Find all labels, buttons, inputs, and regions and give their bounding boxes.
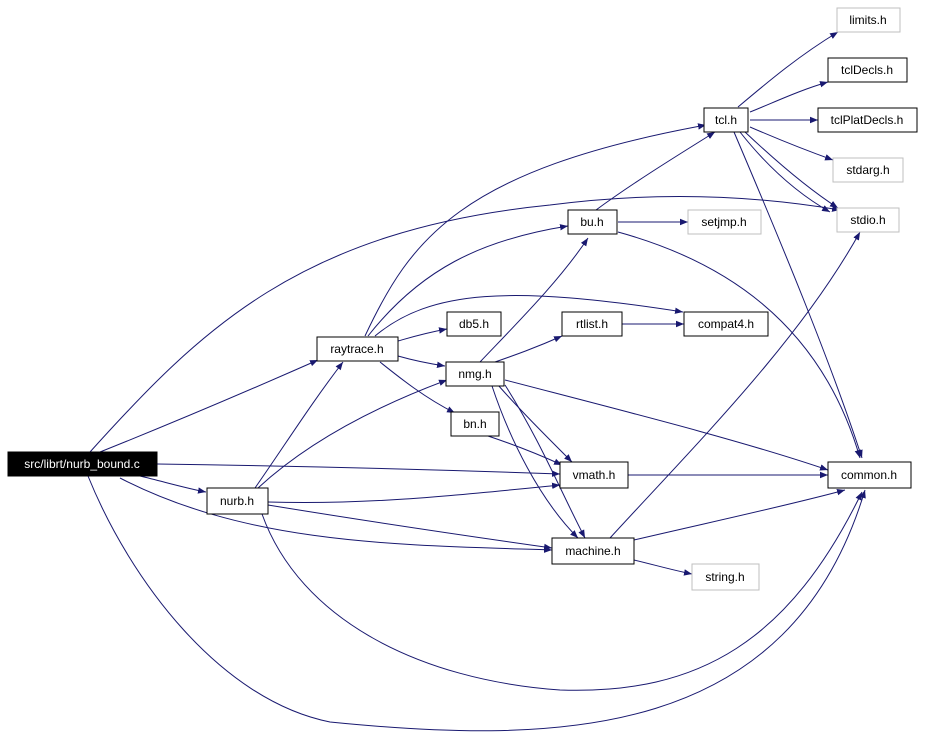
- node-bn[interactable]: bn.h: [450, 411, 500, 437]
- edge-tcl-tcldecls: [749, 81, 829, 113]
- edge-tcl-stdio-2: [739, 131, 831, 213]
- node-nurb-label: nurb.h: [220, 494, 254, 508]
- node-nurb[interactable]: nurb.h: [206, 487, 269, 515]
- node-bn-label: bn.h: [463, 417, 486, 431]
- edge-bn-vmath: [487, 435, 563, 466]
- edge-nmg-rtlist: [494, 335, 563, 363]
- node-tclplatdecls-label: tclPlatDecls.h: [831, 113, 904, 127]
- edge-root-nurb: [139, 475, 207, 494]
- edge-root-raytrace: [99, 359, 319, 453]
- edge-nmg-bu: [479, 237, 589, 363]
- edge-raytrace-db5: [397, 327, 448, 342]
- edge-raytrace-bu: [367, 224, 569, 337]
- node-bu-label: bu.h: [580, 215, 603, 229]
- node-stdarg-label: stdarg.h: [846, 163, 889, 177]
- node-compat4-label: compat4.h: [698, 317, 754, 331]
- node-setjmp-label: setjmp.h: [701, 215, 746, 229]
- edge-root-stdio: [89, 196, 841, 453]
- node-raytrace[interactable]: raytrace.h: [316, 336, 399, 362]
- node-vmath-label: vmath.h: [573, 468, 616, 482]
- edge-nmg-machine: [491, 385, 579, 539]
- edge-nurb-machine: [267, 504, 553, 551]
- node-db5-label: db5.h: [459, 317, 489, 331]
- edge-machine-string: [633, 559, 693, 576]
- edge-root-vmath: [156, 463, 561, 477]
- node-string-label: string.h: [705, 570, 744, 584]
- node-stdio-label: stdio.h: [850, 213, 885, 227]
- nodes: src/librt/nurb_bound.c limits.h tclDecls…: [7, 7, 918, 591]
- edge-tcl-limits: [737, 31, 839, 108]
- node-common-label: common.h: [841, 468, 897, 482]
- edge-tcl-stdarg: [749, 126, 834, 161]
- node-machine-label: machine.h: [565, 544, 620, 558]
- node-common[interactable]: common.h: [827, 461, 912, 489]
- edge-nmg-vmath: [497, 384, 573, 463]
- edge-nurb-common: [261, 491, 863, 691]
- edge-tcl-stdio: [744, 131, 839, 209]
- node-rtlist-label: rtlist.h: [576, 317, 608, 331]
- edge-root-machine: [119, 477, 553, 553]
- node-tcldecls-label: tclDecls.h: [841, 63, 893, 77]
- edge-nurb-raytrace: [254, 361, 344, 489]
- node-setjmp[interactable]: setjmp.h: [687, 209, 762, 235]
- edge-raytrace-compat4: [374, 295, 684, 337]
- edge-machine-common: [633, 489, 846, 541]
- edge-nurb-vmath: [267, 482, 561, 504]
- node-string[interactable]: string.h: [691, 563, 760, 591]
- node-bu[interactable]: bu.h: [567, 209, 618, 235]
- node-rtlist[interactable]: rtlist.h: [561, 311, 623, 337]
- edge-root-common-bottom: [87, 475, 866, 732]
- edge-nmg-common: [504, 379, 829, 471]
- node-limits-label: limits.h: [849, 13, 886, 27]
- edges: [87, 31, 866, 732]
- node-tcl[interactable]: tcl.h: [703, 107, 749, 133]
- edge-tcl-common: [733, 131, 863, 459]
- node-db5[interactable]: db5.h: [446, 311, 502, 337]
- node-root[interactable]: src/librt/nurb_bound.c: [7, 451, 158, 477]
- edge-bu-tcl: [595, 131, 716, 211]
- edge-raytrace-bn: [379, 361, 456, 414]
- edge-nmg-machine-2: [504, 384, 586, 539]
- node-compat4[interactable]: compat4.h: [683, 311, 769, 337]
- edge-raytrace-tcl: [364, 123, 707, 337]
- node-root-label: src/librt/nurb_bound.c: [24, 457, 139, 471]
- node-stdio[interactable]: stdio.h: [836, 207, 900, 233]
- edge-machine-stdio: [609, 231, 861, 539]
- node-vmath[interactable]: vmath.h: [559, 461, 629, 489]
- node-raytrace-label: raytrace.h: [330, 342, 383, 356]
- node-machine[interactable]: machine.h: [551, 537, 635, 565]
- edge-raytrace-nmg: [397, 355, 446, 368]
- node-stdarg[interactable]: stdarg.h: [832, 157, 904, 183]
- node-limits[interactable]: limits.h: [836, 7, 901, 33]
- node-tcl-label: tcl.h: [715, 113, 737, 127]
- node-nmg[interactable]: nmg.h: [445, 361, 505, 387]
- edge-bu-common: [617, 231, 861, 459]
- node-tclplatdecls[interactable]: tclPlatDecls.h: [817, 107, 918, 133]
- node-nmg-label: nmg.h: [458, 367, 491, 381]
- edge-nurb-nmg: [257, 379, 448, 489]
- node-tcldecls[interactable]: tclDecls.h: [827, 57, 908, 83]
